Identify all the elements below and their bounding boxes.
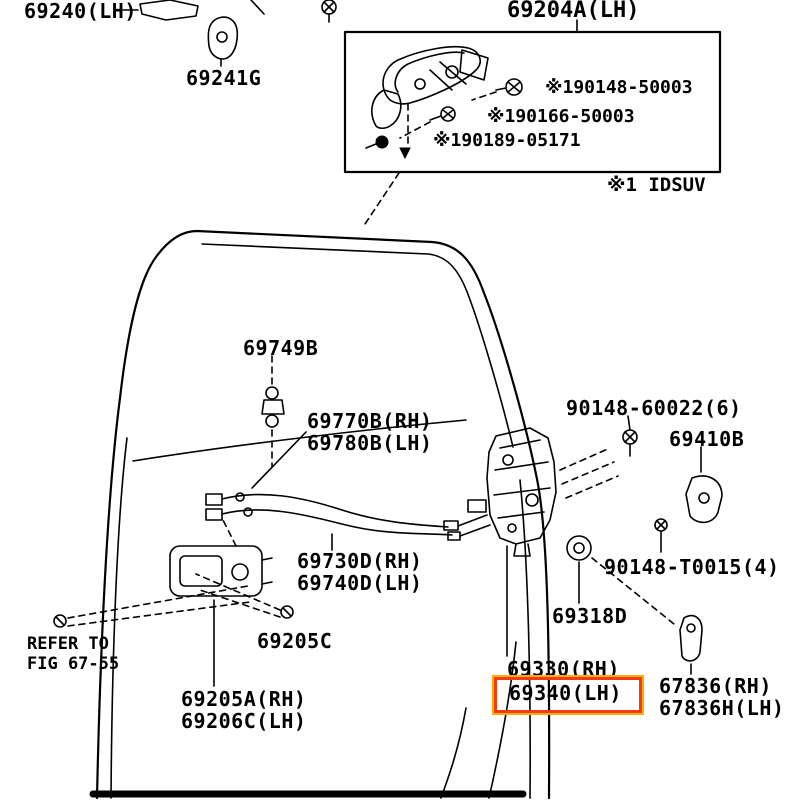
- door-panel-drawing: [89, 172, 551, 800]
- inner-handle-frame-drawing: [169, 545, 273, 687]
- lock-cables-drawing: [205, 431, 491, 551]
- screw-69205c-drawing: [195, 573, 294, 619]
- part-label-69318d: 69318D: [552, 604, 628, 628]
- bracket-69410b-drawing: [685, 446, 723, 524]
- part-label-69730d-rh: 69730D(RH): [297, 549, 423, 573]
- screw-90148-60022-drawing: [622, 415, 638, 457]
- inset-box-drawing: [343, 19, 722, 174]
- part-label-67836-67836h: 67836(RH) 67836H(LH): [659, 675, 784, 719]
- part-label-69740d-lh: 69740D(LH): [297, 571, 423, 595]
- part-label-90148-t0015: 90148-T0015(4): [604, 555, 780, 579]
- screw-90148-50003-icon: [495, 78, 523, 96]
- part-label-67836-rh: 67836(RH): [659, 674, 772, 698]
- screw-90189-05171-icon: [365, 135, 389, 149]
- bracket-67836-drawing: [679, 614, 703, 675]
- screw-90166-50003-icon: [429, 106, 456, 122]
- part-label-69330-rh: 69330(RH): [507, 657, 620, 681]
- refer-to-line1: REFER TO: [27, 634, 109, 654]
- part-label-69205c: 69205C: [257, 629, 333, 653]
- inset-part-90166-50003: ※190166-50003: [487, 106, 635, 127]
- part-label-69770b-rh: 69770B(RH): [307, 409, 433, 433]
- part-label-69205a-69206c: 69205A(RH) 69206C(LH): [181, 688, 306, 732]
- part-label-69240-lh: 69240(LH): [24, 0, 137, 23]
- inset-title-69204a-lh: 69204A(LH): [507, 0, 640, 23]
- part-label-90148-60022: 90148-60022(6): [566, 396, 742, 420]
- part-label-69206c-lh: 69206C(LH): [181, 709, 307, 733]
- door-lock-assembly-drawing: [467, 427, 619, 657]
- part-label-69241g: 69241G: [186, 66, 262, 90]
- clip-69749b-drawing: [261, 355, 285, 467]
- refer-to-screw-drawing: [53, 585, 251, 628]
- part-label-67836h-lh: 67836H(LH): [659, 696, 785, 720]
- highlight-box-69340: [494, 677, 642, 713]
- part-label-69749b: 69749B: [243, 336, 319, 360]
- part-label-69770b-69780b: 69770B(RH) 69780B(LH): [307, 410, 432, 454]
- part-label-69410b: 69410B: [669, 427, 745, 451]
- refer-to-note: REFER TO FIG 67-55: [27, 634, 119, 674]
- part-label-69730d-69740d: 69730D(RH) 69740D(LH): [297, 550, 422, 594]
- screw-90148-t0015-drawing: [654, 518, 668, 553]
- refer-to-line2: FIG 67-55: [27, 654, 120, 674]
- part-label-69205a-rh: 69205A(RH): [181, 687, 307, 711]
- part-label-69340-lh: 69340(LH): [509, 681, 622, 705]
- inset-footnote-idsuv: ※1 IDSUV: [607, 174, 706, 196]
- part-label-69780b-lh: 69780B(LH): [307, 431, 433, 455]
- inset-part-90189-05171: ※190189-05171: [433, 130, 581, 151]
- inset-part-90148-50003: ※190148-50003: [545, 77, 693, 98]
- grommet-69318d-drawing: [566, 535, 675, 625]
- top-left-parts-drawing: [117, 0, 337, 67]
